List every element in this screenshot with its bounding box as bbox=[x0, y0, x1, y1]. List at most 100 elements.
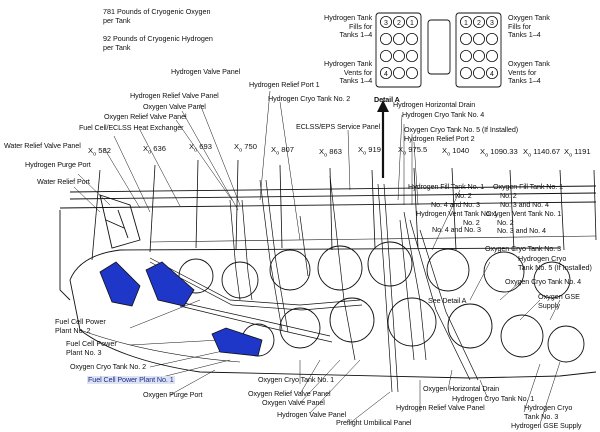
label-hydrogen-cryo-tank-3: Hydrogen Cryo Tank No. 3 bbox=[524, 403, 573, 421]
label-oxygen-fill-no3-no4: No. 3 and No. 4 bbox=[500, 200, 549, 209]
hydrogen-cryo-3-line1: Hydrogen Cryo bbox=[524, 403, 573, 412]
fuel-cell-power-plants bbox=[99, 261, 263, 357]
oxygen-note-line2: per Tank bbox=[103, 15, 131, 25]
fuel-cell-2-line1: Fuel Cell Power bbox=[55, 317, 106, 326]
label-oxygen-purge-port: Oxygen Purge Port bbox=[143, 390, 203, 399]
label-water-relief-port: Water Relief Port bbox=[37, 177, 90, 186]
label-eclss-eps-service-panel: ECLSS/EPS Service Panel bbox=[296, 122, 380, 131]
label-hydrogen-fill-no3-no4: No. 4 and No. 3 bbox=[431, 200, 480, 209]
fuel-cell-2-shape bbox=[99, 261, 141, 307]
station-1191: Xo 1191 bbox=[564, 147, 591, 159]
label-oxygen-vent-no3-no4: No. 3 and No. 4 bbox=[497, 226, 546, 235]
oxygen-note-line1: 781 Pounds of Cryogenic Oxygen bbox=[103, 7, 211, 16]
left-grid-num-3: 3 bbox=[384, 20, 388, 27]
label-fuel-cell-2: Fuel Cell Power Plant No. 2 bbox=[55, 317, 106, 335]
hydrogen-fills-line1: Hydrogen Tank bbox=[324, 13, 373, 22]
detail-a-panel bbox=[375, 12, 502, 88]
hydrogen-fills-label: Hydrogen Tank Fills for Tanks 1–4 bbox=[324, 13, 373, 40]
right-grid-num-4: 4 bbox=[490, 71, 494, 78]
right-grid-num-3: 3 bbox=[490, 20, 494, 27]
label-hydrogen-purge-port: Hydrogen Purge Port bbox=[25, 160, 91, 169]
oxygen-fills-label: Oxygen Tank Fills for Tanks 1–4 bbox=[508, 13, 550, 40]
label-hydrogen-cryo-tank-1: Hydrogen Cryo Tank No. 1 bbox=[452, 394, 535, 403]
hydrogen-cryo-tanks bbox=[241, 297, 585, 363]
fuel-cell-3-line1: Fuel Cell Power bbox=[66, 339, 117, 348]
fuel-cell-3-line2: Plant No. 3 bbox=[66, 347, 102, 357]
left-grid-num-2: 2 bbox=[397, 20, 401, 27]
left-grid-num-4: 4 bbox=[384, 71, 388, 78]
hydrogen-cryo-3-line2: Tank No. 3 bbox=[524, 411, 559, 421]
station-919: Xo 919 bbox=[358, 145, 381, 157]
station-693: Xo 693 bbox=[189, 142, 212, 154]
label-oxygen-cryo-tank-1: Oxygen Cryo Tank No. 1 bbox=[258, 375, 334, 384]
station-636: Xo 636 bbox=[143, 144, 166, 156]
label-oxygen-cryo-tank-3: Oxygen Cryo Tank No. 3 bbox=[485, 244, 561, 253]
oxygen-fills-line2: Fills for bbox=[508, 21, 532, 31]
hydrogen-vents-line2: Vents for bbox=[343, 67, 373, 77]
fuel-cell-1-shape bbox=[211, 327, 263, 357]
hydrogen-note-line1: 92 Pounds of Cryogenic Hydrogen bbox=[103, 34, 213, 43]
label-hydrogen-relief-valve-panel: Hydrogen Relief Valve Panel bbox=[130, 91, 219, 100]
hydrogen-cryo-5-line2: Tank No. 5 (If Installed) bbox=[518, 262, 592, 272]
hydrogen-cryo-5-line1: Hydrogen Cryo bbox=[518, 254, 567, 263]
oxygen-fills-line3: Tanks 1–4 bbox=[508, 30, 541, 40]
upper-longeron-inner bbox=[69, 192, 597, 200]
label-hydrogen-cryo-tank-2: Hydrogen Cryo Tank No. 2 bbox=[268, 94, 351, 103]
station-750: Xo 750 bbox=[234, 142, 257, 154]
oxygen-cryo-tanks bbox=[178, 241, 571, 299]
label-oxygen-vent-tank-1: Oxygen Vent Tank No. 1 bbox=[486, 209, 562, 218]
oxygen-vents-line1: Oxygen Tank bbox=[508, 59, 550, 68]
hydrogen-vents-label: Hydrogen Tank Vents for Tanks 1–4 bbox=[324, 59, 373, 86]
hydrogen-vents-line1: Hydrogen Tank bbox=[324, 59, 373, 68]
label-preflight-umbilical-panel: Preflight Umbilical Panel bbox=[336, 418, 412, 427]
label-hydrogen-relief-valve-panel-b: Hydrogen Relief Valve Panel bbox=[396, 403, 485, 412]
label-oxygen-fill-no2: No. 2 bbox=[500, 191, 517, 200]
label-oxygen-vent-no2: No. 2 bbox=[497, 218, 514, 227]
hydrogen-note-line2: per Tank bbox=[103, 42, 131, 52]
oxygen-vents-label: Oxygen Tank Vents for Tanks 1–4 bbox=[508, 59, 550, 86]
label-oxygen-fill-tank-1: Oxygen Fill Tank No. 1 bbox=[493, 182, 563, 191]
label-hydrogen-relief-port-2: Hydrogen Relief Port 2 bbox=[404, 134, 475, 143]
label-hydrogen-horizontal-drain: Hydrogen Horizontal Drain bbox=[393, 100, 476, 109]
hydrogen-fills-line2: Fills for bbox=[349, 21, 373, 31]
detail-a-numbers: 3 2 1 4 1 2 3 4 bbox=[384, 20, 494, 78]
oxygen-quantity-note: 781 Pounds of Cryogenic Oxygen per Tank bbox=[103, 7, 211, 25]
frame-verticals bbox=[91, 159, 597, 261]
label-hydrogen-vent-tank-1: Hydrogen Vent Tank No. 1 bbox=[416, 209, 498, 218]
fuel-cell-2-line2: Plant No. 2 bbox=[55, 325, 91, 335]
right-grid-num-2: 2 bbox=[477, 20, 481, 27]
label-hydrogen-relief-port-1: Hydrogen Relief Port 1 bbox=[249, 80, 320, 89]
label-fuel-cell-1: Fuel Cell Power Plant No. 1 bbox=[87, 375, 175, 384]
label-oxygen-valve-panel-b: Oxygen Valve Panel bbox=[262, 398, 325, 407]
label-oxygen-cryo-tank-5: Oxygen Cryo Tank No. 5 (If Installed) bbox=[404, 125, 519, 134]
label-fuel-cell-3: Fuel Cell Power Plant No. 3 bbox=[66, 339, 117, 357]
hydrogen-quantity-note: 92 Pounds of Cryogenic Hydrogen per Tank bbox=[103, 34, 213, 52]
oxygen-vents-line3: Tanks 1–4 bbox=[508, 76, 541, 86]
label-hydrogen-cryo-tank-4: Hydrogen Cryo Tank No. 4 bbox=[402, 110, 485, 119]
station-1140-67: Xo 1140.67 bbox=[523, 147, 561, 159]
right-grid-num-1: 1 bbox=[464, 20, 468, 27]
station-863: Xo 863 bbox=[319, 147, 342, 159]
plumbing-lines bbox=[149, 175, 479, 393]
label-hydrogen-vent-no4-no3: No. 4 and No. 3 bbox=[432, 225, 481, 234]
station-975-5: Xo 975.5 bbox=[398, 145, 428, 157]
label-oxygen-gse-supply: Oxygen GSE Supply bbox=[538, 292, 580, 310]
label-fuel-cell-eclss-hx: Fuel Cell/ECLSS Heat Exchanger bbox=[79, 123, 184, 132]
detail-a-right-grid bbox=[459, 15, 498, 80]
oxygen-fills-line1: Oxygen Tank bbox=[508, 13, 550, 22]
oxygen-gse-line1: Oxygen GSE bbox=[538, 292, 580, 301]
label-hydrogen-fill-no2: No. 2 bbox=[455, 191, 472, 200]
hydrogen-fills-line3: Tanks 1–4 bbox=[339, 30, 373, 40]
label-oxygen-relief-valve-panel: Oxygen Relief Valve Panel bbox=[104, 112, 187, 121]
detail-a-left-grid bbox=[379, 15, 418, 80]
left-grid-num-1: 1 bbox=[410, 20, 414, 27]
fuel-cell-3-shape bbox=[145, 261, 195, 307]
station-1090-33: Xo 1090.33 bbox=[480, 147, 518, 159]
label-oxygen-cryo-tank-4: Oxygen Cryo Tank No. 4 bbox=[505, 277, 581, 286]
upper-longeron bbox=[69, 185, 597, 193]
station-1040: Xo 1040 bbox=[442, 146, 470, 158]
label-hydrogen-fill-tank-1: Hydrogen Fill Tank No. 1 bbox=[408, 182, 485, 191]
detail-a-title: Detail A bbox=[374, 95, 400, 104]
